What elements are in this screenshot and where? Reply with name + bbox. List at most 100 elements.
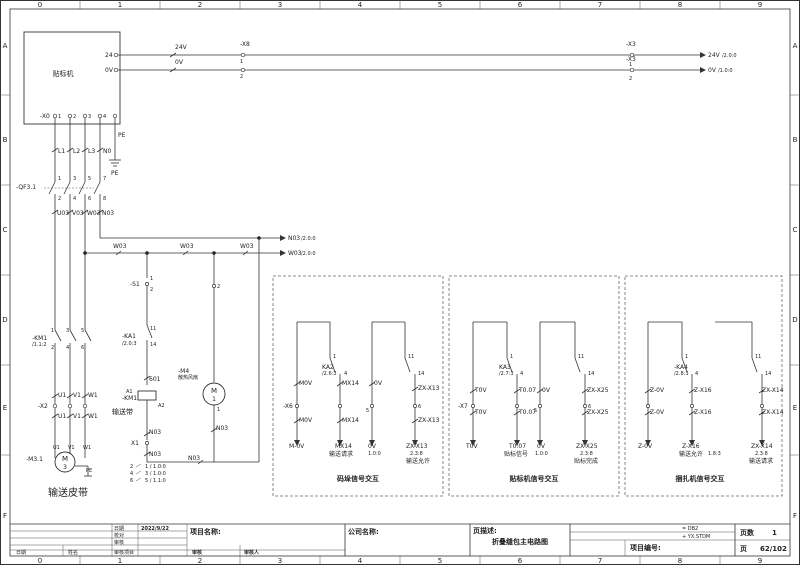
pe-label: PE	[118, 132, 126, 139]
n03-2-label: N03	[149, 451, 161, 458]
grid-row-b: B	[3, 136, 8, 144]
n03-1-label: N03	[149, 429, 161, 436]
labeller-signal-box: 1 KA3 /2.7:3 4 T0V -X7 T0V T0V T0.07 T0.…	[448, 275, 620, 497]
b1-col3-top: 0V	[374, 380, 383, 387]
grid-col-9-b: 9	[758, 557, 762, 565]
grid-col-4-b: 4	[358, 557, 363, 565]
b2-pin-1: 1	[510, 354, 513, 360]
ka1-pin-14: 14	[150, 342, 156, 348]
grid-col-3: 3	[278, 1, 282, 9]
u03-label: U03	[57, 210, 69, 217]
b2-col4-bot: ZX-X25	[576, 443, 598, 450]
b1-col1-mid: M0V	[299, 417, 313, 424]
xref-pin-2: 2	[130, 464, 133, 470]
x2-label: -X2	[38, 403, 48, 410]
b2-col2-label: 贴标信号	[504, 450, 528, 458]
b3-pin-14: 14	[765, 371, 771, 377]
u1-label: U1	[58, 392, 66, 399]
tb-bottom-review: 审核项目	[114, 549, 134, 556]
grid-rows: A B C D E F A B C D E F	[0, 42, 800, 520]
b3-col2-bot: Z-X16	[682, 443, 700, 450]
xref-2: 3 / 1.0:0	[145, 471, 166, 477]
w03-out-ref: /2.0:0	[301, 251, 316, 257]
l1-label: L1	[58, 148, 65, 155]
tb-page-value: 62/102	[760, 545, 787, 553]
m4-label: -M4	[178, 368, 189, 375]
fan-motor-m4: 2 -M4 散热风扇 M 1 N03 1	[178, 253, 228, 462]
strapper-box-title: 捆扎机信号交互	[676, 474, 725, 483]
grid-col-3-b: 3	[278, 557, 282, 565]
n03-4-label: N03	[216, 425, 228, 432]
b1-col4-mid: ZX-X13	[418, 417, 440, 424]
b1-col2-mid: MX14	[342, 417, 359, 424]
s1-pin-2: 2	[150, 287, 153, 293]
b3-col2-ref: 1.8:3	[708, 451, 721, 457]
m4-m-text: M	[211, 387, 217, 395]
motor-m3-1: -M3.1 M 3 U1 V1 W1 PE 输送皮带	[26, 445, 92, 499]
grid-row-b-r: B	[793, 136, 798, 144]
tb-check-label: 校对	[114, 532, 124, 539]
out-24v-label: 24V	[708, 52, 721, 59]
b3-col4-label: 输送请求	[749, 457, 773, 465]
contactor-km1-main: -KM1 /1.1:2 1 3 5 2 4 6 U1 V1 W1 -X2 U1 …	[32, 255, 98, 458]
x1-label: X1	[131, 440, 139, 447]
x0-terminal-strip: -X0 1 2 3 4 PE PE PE	[40, 113, 126, 177]
b2-pin-14: 14	[588, 371, 594, 377]
x0-pin-2: 2	[73, 114, 76, 120]
m4-pin-2: 2	[217, 284, 220, 290]
ka4-ref: /2.8:3	[674, 371, 689, 377]
b3-col1-mid: Z-0V	[650, 409, 665, 416]
labeller-device-box	[23, 31, 121, 125]
top-24v-label: 24V	[175, 44, 188, 51]
grid-row-c-r: C	[793, 226, 798, 234]
tb-review-label: 审核	[114, 539, 124, 546]
w03-out-label: W03	[288, 250, 302, 257]
b3-col1-top: Z-0V	[650, 387, 665, 394]
tb-page-desc-label: 页描述:	[473, 526, 497, 535]
km1-coil-a2: A2	[158, 403, 165, 409]
pin-0v-label: 0V	[105, 67, 114, 74]
b2-col2-top: T0.07	[518, 387, 536, 394]
b1-col1-top: M0V	[299, 380, 313, 387]
motor-pin-pe: PE	[86, 468, 92, 474]
b2-col4-label: 贴标完成	[574, 457, 598, 465]
palletizer-box-title: 码垛信号交互	[337, 474, 379, 483]
pin-24-label: 24	[105, 52, 113, 59]
n0-label: N0	[103, 148, 111, 155]
grid-row-d: D	[2, 316, 7, 324]
b1-col1-bot: M-0V	[289, 443, 305, 450]
b3-col2-mid: Z-X16	[694, 409, 712, 416]
b2-pin-6: 6	[588, 404, 591, 410]
qf-label: -QF3.1	[16, 184, 36, 191]
grid-row-e: E	[3, 404, 7, 412]
b1-col2-label: 输送请求	[329, 450, 353, 458]
motor-pin-w1: W1	[83, 445, 91, 451]
b2-col1-bot: T0V	[465, 443, 478, 450]
n03-out-label: N03	[288, 235, 300, 242]
motor-m-text: M	[62, 455, 68, 463]
labeller-box-title: 贴标机信号交互	[509, 474, 559, 483]
n03-out-ref: /2.0:0	[301, 236, 316, 242]
b1-col3-bot: 0V	[368, 443, 377, 450]
out-24v-ref: /2.0:0	[722, 53, 737, 59]
v1b-label: V1	[73, 413, 81, 420]
b1-col2-top: MX14	[342, 380, 359, 387]
grid-col-5: 5	[438, 1, 442, 9]
grid-row-e-r: E	[793, 404, 797, 412]
b3-pin-11: 11	[755, 354, 761, 360]
pe-ground-label: PE	[111, 170, 119, 177]
qf-pin-4: 4	[73, 196, 76, 202]
x3-terminal-label: -X3	[626, 41, 636, 48]
qf-pin-2: 2	[58, 196, 61, 202]
grid-row-c: C	[3, 226, 8, 234]
b3-col2-top: Z-X16	[694, 387, 712, 394]
x0-pin-4: 4	[103, 114, 106, 120]
xref-1: 1 / 1.0:0	[145, 464, 166, 470]
b3-col1-bot: Z-0V	[638, 443, 653, 450]
grid-col-7-b: 7	[598, 557, 602, 565]
b1-col3-ref: 1.0:0	[368, 451, 381, 457]
grid-row-a-r: A	[793, 42, 798, 50]
l2-label: L2	[73, 148, 80, 155]
b2-pin-5: 5	[534, 408, 537, 414]
